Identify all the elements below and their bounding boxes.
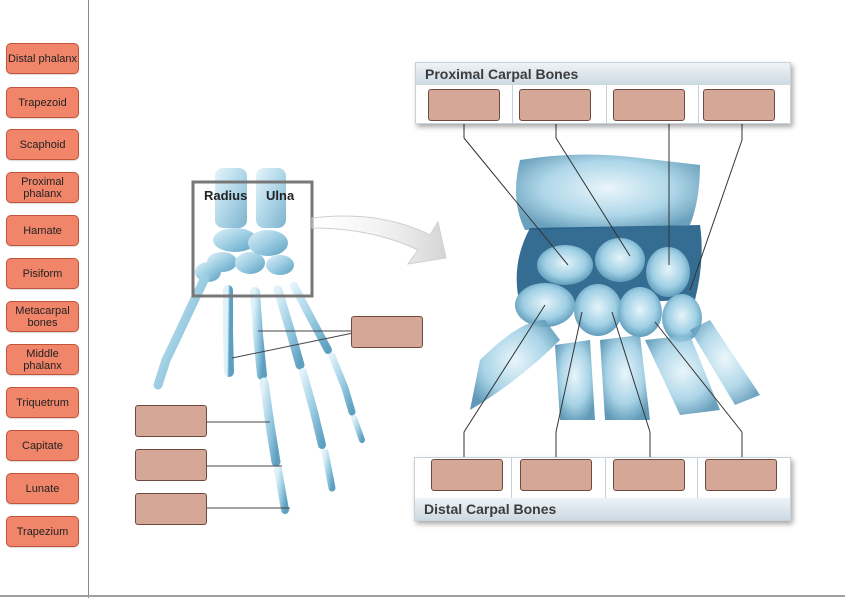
dropzone-distal-2[interactable] bbox=[520, 459, 592, 491]
zoom-arrow bbox=[311, 215, 447, 265]
dropzone-proximal-2[interactable] bbox=[519, 89, 591, 121]
label-triquetrum[interactable]: Triquetrum bbox=[6, 387, 79, 418]
label-distal-phalanx[interactable]: Distal phalanx bbox=[6, 43, 79, 74]
dropzone-proximal-1[interactable] bbox=[428, 89, 500, 121]
zoom-inset-frame bbox=[191, 180, 314, 298]
fingers bbox=[153, 273, 365, 514]
dropzone-distal-1[interactable] bbox=[431, 459, 503, 491]
label-middle-phalanx[interactable]: Middle phalanx bbox=[6, 344, 79, 375]
wrist-closeup-illustration bbox=[470, 154, 760, 420]
sidebar-divider bbox=[88, 0, 89, 598]
dropzone-proximal-3[interactable] bbox=[613, 89, 685, 121]
label-trapezoid[interactable]: Trapezoid bbox=[6, 87, 79, 118]
label-proximal-phalanx[interactable]: Proximal phalanx bbox=[6, 172, 79, 203]
dropzone-hand-right[interactable] bbox=[351, 316, 423, 348]
inset-carpals bbox=[195, 228, 294, 282]
label-hamate[interactable]: Hamate bbox=[6, 215, 79, 246]
closeup-leader-lines bbox=[463, 122, 743, 460]
dropzone-distal-3[interactable] bbox=[613, 459, 685, 491]
bottom-divider bbox=[0, 595, 845, 597]
distal-panel-title: Distal Carpal Bones bbox=[415, 498, 790, 520]
label-pisiform[interactable]: Pisiform bbox=[6, 258, 79, 289]
label-scaphoid[interactable]: Scaphoid bbox=[6, 129, 79, 160]
hand-leader-lines bbox=[207, 330, 354, 509]
radius-label: Radius bbox=[204, 188, 248, 203]
dropzone-hand-left-2[interactable] bbox=[135, 449, 207, 481]
dropzone-hand-left-1[interactable] bbox=[135, 405, 207, 437]
proximal-panel-title: Proximal Carpal Bones bbox=[416, 63, 790, 85]
label-metacarpal-bones[interactable]: Metacarpal bones bbox=[6, 301, 79, 332]
dropzone-hand-left-3[interactable] bbox=[135, 493, 207, 525]
dropzone-proximal-4[interactable] bbox=[703, 89, 775, 121]
dropzone-distal-4[interactable] bbox=[705, 459, 777, 491]
label-lunate[interactable]: Lunate bbox=[6, 473, 79, 504]
ulna-label: Ulna bbox=[266, 188, 295, 203]
label-capitate[interactable]: Capitate bbox=[6, 430, 79, 461]
label-trapezium[interactable]: Trapezium bbox=[6, 516, 79, 547]
